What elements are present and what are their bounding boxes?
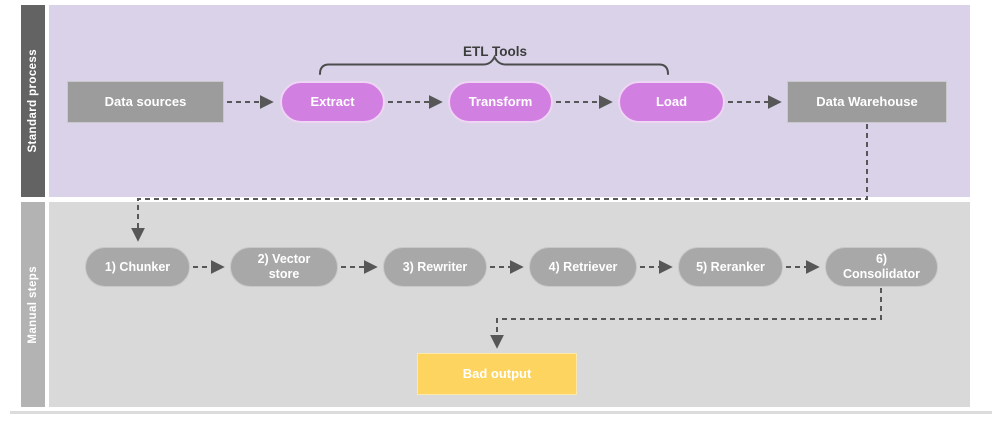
- lane-bar-manual-steps: Manual steps: [21, 202, 45, 407]
- node-load: Load: [618, 81, 725, 123]
- node-rewriter: 3) Rewriter: [383, 247, 487, 287]
- lane-label-standard-process: Standard process: [27, 49, 39, 153]
- etl-tools-label: ETL Tools: [463, 44, 527, 59]
- node-data-sources: Data sources: [67, 81, 224, 123]
- node-reranker: 5) Reranker: [678, 247, 783, 287]
- node-bad-output: Bad output: [417, 353, 577, 395]
- node-vector-store: 2) Vector store: [230, 247, 338, 287]
- bottom-divider: [10, 411, 992, 414]
- node-data-warehouse: Data Warehouse: [787, 81, 947, 123]
- node-chunker: 1) Chunker: [85, 247, 190, 287]
- node-retriever: 4) Retriever: [529, 247, 637, 287]
- lane-label-manual-steps: Manual steps: [27, 265, 39, 344]
- node-consolidator: 6) Consolidator: [825, 247, 938, 287]
- lane-bar-standard-process: Standard process: [21, 5, 45, 197]
- node-transform: Transform: [448, 81, 553, 123]
- node-extract: Extract: [280, 81, 385, 123]
